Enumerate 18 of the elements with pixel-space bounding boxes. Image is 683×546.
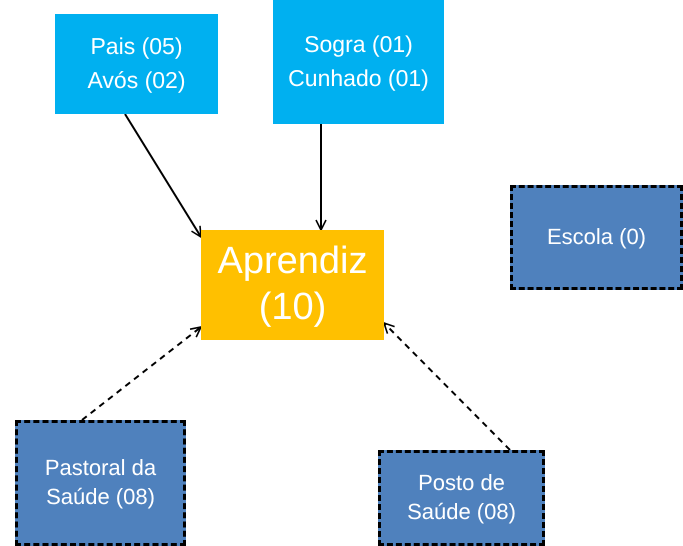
node-label: Posto de Saúde (08)	[406, 469, 517, 526]
institution-box	[15, 420, 186, 546]
node-label: Pais (05)	[90, 32, 183, 62]
node-label: Aprendiz (10)	[216, 239, 368, 330]
arrow	[81, 326, 202, 421]
node-label: Escola (0)	[546, 223, 646, 252]
family-box	[273, 0, 444, 124]
node-label: Pastoral da Saúde (08)	[44, 454, 158, 511]
node-label: Sogra (01)	[304, 30, 413, 60]
node-label: Cunhado (01)	[288, 64, 429, 93]
arrow	[383, 322, 511, 451]
center-box	[201, 230, 384, 340]
node-label: Avós (02)	[87, 66, 186, 95]
institution-box	[510, 185, 683, 290]
institution-box	[378, 450, 545, 546]
family-box	[55, 14, 218, 114]
arrow	[315, 124, 327, 231]
arrow	[124, 113, 202, 238]
